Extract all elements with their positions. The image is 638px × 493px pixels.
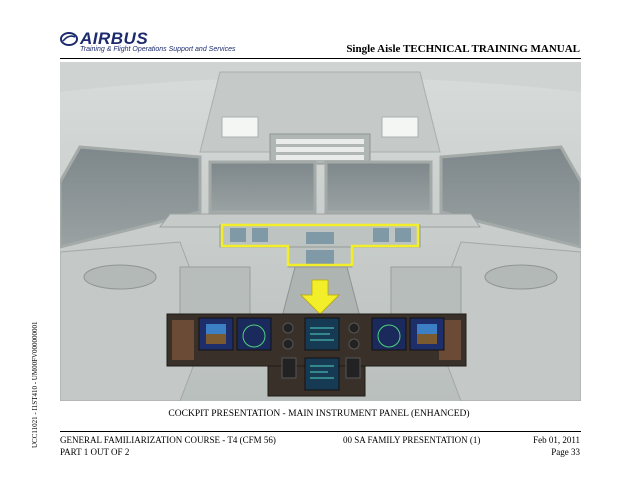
airbus-swirl-icon bbox=[60, 32, 78, 46]
footer-part: PART 1 OUT OF 2 bbox=[60, 447, 130, 457]
footer-divider bbox=[60, 431, 581, 432]
cockpit-illustration bbox=[60, 62, 581, 401]
airbus-logo: AIRBUS Training & Flight Operations Supp… bbox=[60, 29, 236, 56]
header-divider bbox=[60, 58, 581, 59]
footer-section: 00 SA FAMILY PRESENTATION (1) bbox=[343, 435, 481, 445]
footer-page: Page 33 bbox=[551, 447, 580, 457]
brand-name: AIRBUS bbox=[80, 29, 149, 48]
brand-subtitle: Training & Flight Operations Support and… bbox=[80, 46, 236, 53]
figure-caption: COCKPIT PRESENTATION - MAIN INSTRUMENT P… bbox=[168, 409, 470, 419]
document-code: UCC11021 - I1ST410 - UM00FV000000001 bbox=[31, 321, 39, 448]
manual-title: Single Aisle TECHNICAL TRAINING MANUAL bbox=[346, 43, 580, 55]
footer-date: Feb 01, 2011 bbox=[533, 435, 580, 445]
footer-course: GENERAL FAMILIARIZATION COURSE - T4 (CFM… bbox=[60, 435, 276, 445]
